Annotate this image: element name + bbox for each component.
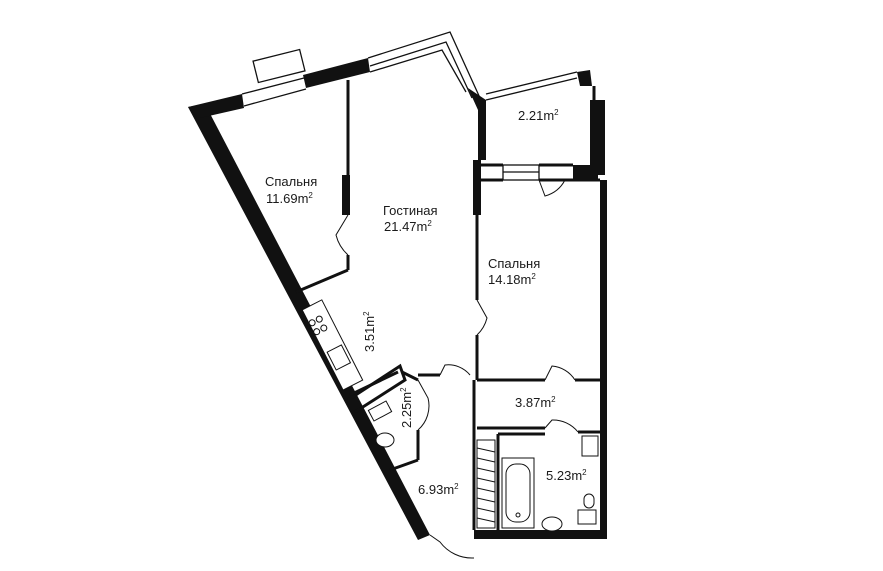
- room-labels: Спальня 11.69m2 Гостиная 21.47m2 2.21m2 …: [265, 108, 587, 497]
- room-area-corridor: 6.93m2: [418, 482, 459, 497]
- room-area-hall: 3.87m2: [515, 395, 556, 410]
- utility-box: [581, 435, 599, 457]
- bathtub: [501, 457, 535, 529]
- fixtures: [301, 299, 599, 532]
- windows: [241, 31, 578, 181]
- doors: [335, 179, 579, 559]
- room-area-bedroom-1: 11.69m2: [266, 191, 313, 206]
- wc-fixtures: [367, 400, 395, 448]
- wardrobe: [476, 439, 496, 529]
- room-area-balcony: 2.21m2: [518, 108, 559, 123]
- room-name-bedroom-2: Спальня: [488, 256, 540, 271]
- bath-toilet: [577, 509, 597, 525]
- room-area-kitchen: 3.51m2: [362, 311, 377, 352]
- room-area-bedroom-2: 14.18m2: [488, 272, 536, 287]
- room-area-bathroom: 5.23m2: [546, 468, 587, 483]
- room-name-living: Гостиная: [383, 203, 438, 218]
- bath-sink: [541, 516, 563, 532]
- kitchen-counter: [301, 299, 364, 391]
- interior-walls: [295, 80, 600, 530]
- room-area-wc: 2.25m2: [399, 387, 414, 428]
- room-name-bedroom-1: Спальня: [265, 174, 317, 189]
- room-area-living: 21.47m2: [384, 219, 432, 234]
